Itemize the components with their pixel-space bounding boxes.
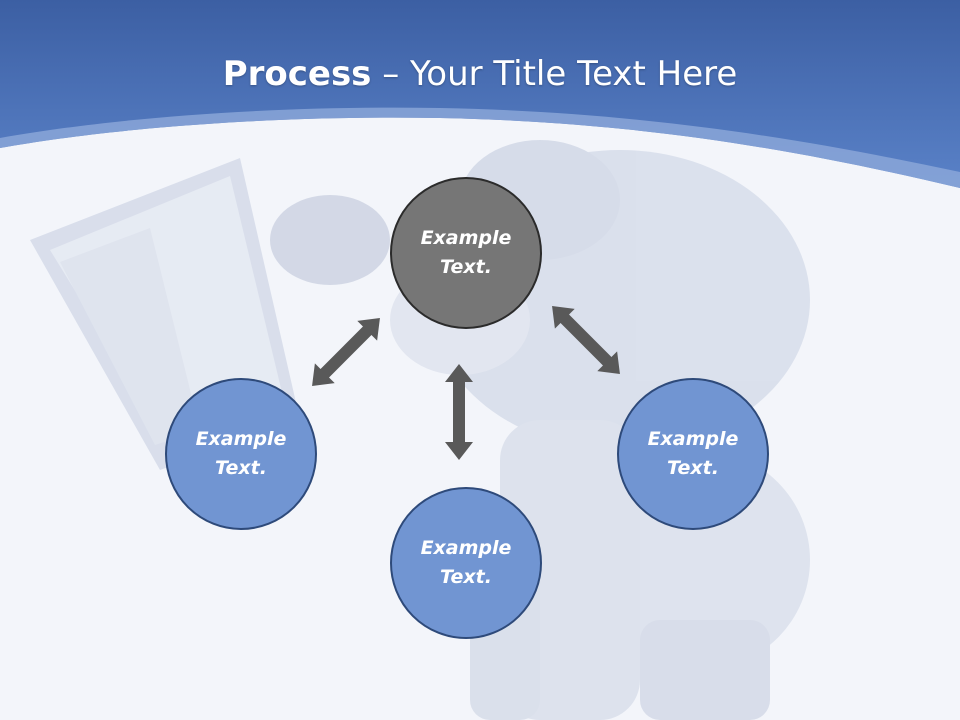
node-right[interactable]: Example Text. (617, 378, 769, 530)
node-bottom[interactable]: Example Text. (390, 487, 542, 639)
node-left[interactable]: Example Text. (165, 378, 317, 530)
page-title: Process – Your Title Text Here (0, 52, 960, 96)
title-rest: – Your Title Text Here (371, 54, 738, 94)
node-bottom-label: Example Text. (420, 537, 512, 588)
node-top[interactable]: Example Text. (390, 177, 542, 329)
title-bold: Process (222, 54, 372, 94)
background-robot-image (30, 140, 810, 720)
node-top-label: Example Text. (420, 227, 512, 278)
node-right-label: Example Text. (647, 428, 739, 479)
header-wave (0, 0, 960, 188)
node-left-label: Example Text. (195, 428, 287, 479)
